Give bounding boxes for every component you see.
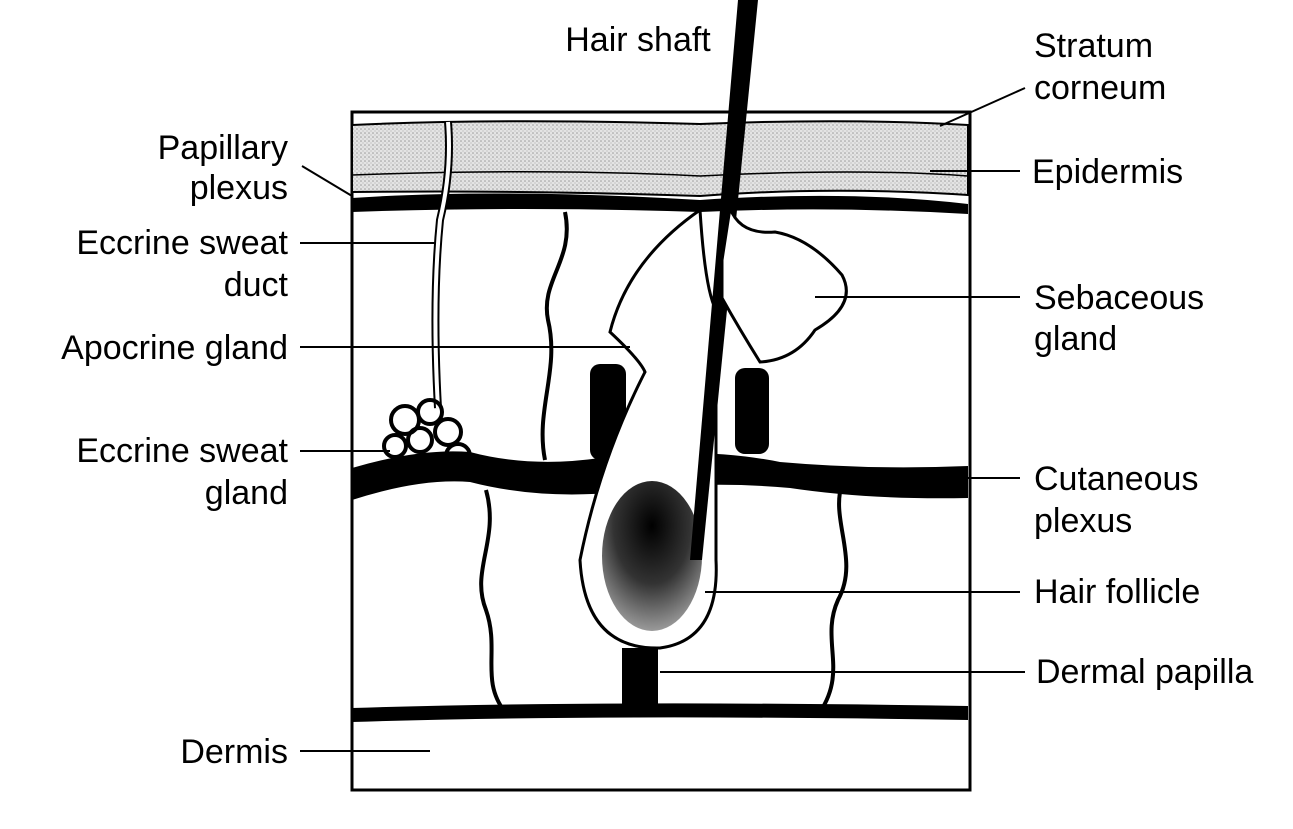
label-stratum-corneum-line2: corneum [1034, 69, 1166, 107]
eccrine-sweat-duct-inner [433, 121, 451, 409]
label-hair-follicle: Hair follicle [1034, 573, 1200, 611]
label-eccrine-sweat-duct-line1: Eccrine sweat [76, 224, 288, 262]
label-epidermis: Epidermis [1032, 153, 1183, 191]
labels: Hair shaft Stratum corneum Papillary ple… [61, 21, 1253, 771]
label-apocrine-gland: Apocrine gland [61, 329, 288, 367]
eccrine-sweat-gland-coil [382, 398, 472, 470]
deep-plexus-band [352, 703, 968, 722]
epidermis-layer [351, 120, 969, 198]
papillary-plexus-band [352, 193, 968, 214]
label-eccrine-sweat-gland-line1: Eccrine sweat [76, 432, 288, 470]
vessel-1 [540, 211, 569, 461]
label-cutaneous-plexus-line1: Cutaneous [1034, 460, 1198, 498]
sebaceous-gland [720, 202, 848, 364]
label-stratum-corneum-line1: Stratum [1034, 27, 1153, 65]
label-hair-shaft: Hair shaft [565, 21, 711, 59]
label-papillary-plexus-line2: plexus [190, 169, 288, 207]
label-dermis: Dermis [180, 733, 288, 771]
label-dermal-papilla: Dermal papilla [1036, 653, 1253, 691]
label-eccrine-sweat-gland-line2: gland [205, 474, 288, 512]
skin-block [350, 0, 972, 792]
leader-lines [300, 87, 1026, 752]
hair-bulb [602, 481, 702, 631]
leader-stratum-corneum [939, 87, 1026, 127]
vessel-3 [818, 483, 849, 714]
apocrine-coil-right [735, 368, 769, 454]
label-sebaceous-gland-line1: Sebaceous [1034, 279, 1204, 317]
label-papillary-plexus-line1: Papillary [158, 129, 288, 167]
leader-papillary-plexus [301, 165, 353, 197]
stratum-corneum-line [351, 170, 969, 177]
vessel-2 [479, 489, 507, 714]
dermal-papilla-coil [622, 648, 658, 706]
label-sebaceous-gland-line2: gland [1034, 320, 1117, 358]
label-eccrine-sweat-duct-line2: duct [224, 266, 289, 304]
label-cutaneous-plexus-line2: plexus [1034, 502, 1132, 540]
